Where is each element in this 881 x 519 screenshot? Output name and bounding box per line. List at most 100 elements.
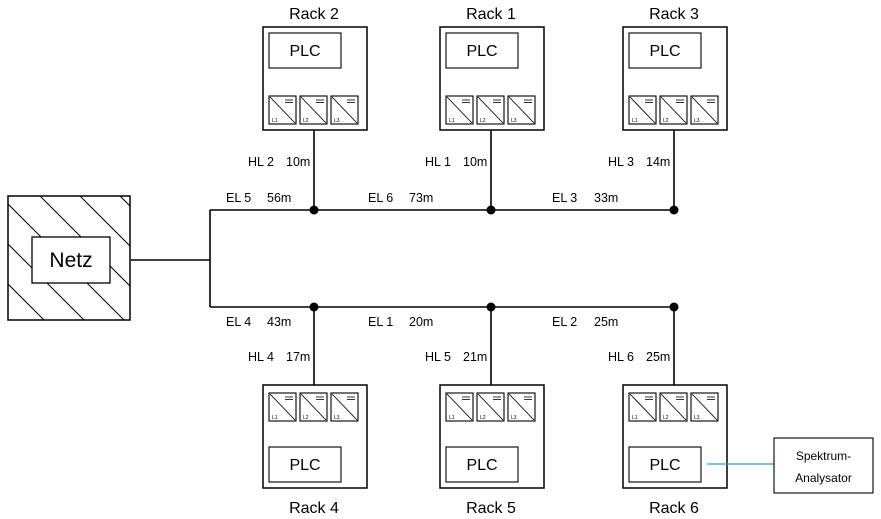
phase-module: L1 bbox=[268, 392, 297, 422]
phase-label: L1 bbox=[272, 118, 278, 124]
netz-label-box bbox=[31, 236, 111, 284]
branch-line-name: HL 6 bbox=[608, 350, 634, 364]
converter-diagonal bbox=[477, 96, 504, 124]
phase-label: L3 bbox=[694, 118, 700, 124]
phase-label: L3 bbox=[334, 415, 340, 421]
main-line-length: 25m bbox=[594, 315, 618, 329]
converter-diagonal bbox=[660, 96, 687, 124]
rack-rack6: Rack 6 PLC L1 L2 L3 bbox=[622, 384, 728, 517]
phase-module: L1 bbox=[628, 95, 657, 125]
analyzer-label-line2: Analysator bbox=[795, 471, 852, 485]
phase-label: L3 bbox=[511, 118, 517, 124]
main-line-name: EL 6 bbox=[368, 191, 393, 205]
junction-dot bbox=[486, 302, 496, 312]
converter-diagonal bbox=[269, 393, 296, 421]
phase-module: L3 bbox=[690, 95, 719, 125]
converter-diagonal bbox=[331, 393, 358, 421]
converter-diagonal bbox=[629, 393, 656, 421]
phase-label: L2 bbox=[303, 118, 309, 124]
converter-diagonal bbox=[446, 96, 473, 124]
phase-label: L3 bbox=[511, 415, 517, 421]
converter-diagonal bbox=[477, 393, 504, 421]
phase-module: L2 bbox=[299, 95, 328, 125]
phase-label: L1 bbox=[632, 415, 638, 421]
junction-dot bbox=[669, 302, 679, 312]
phase-module: L3 bbox=[690, 392, 719, 422]
phase-module: L3 bbox=[507, 95, 536, 125]
phase-module: L2 bbox=[299, 392, 328, 422]
phase-label: L2 bbox=[303, 415, 309, 421]
main-line-length: 20m bbox=[409, 315, 433, 329]
plc-label: PLC bbox=[289, 457, 320, 474]
rack-title: Rack 2 bbox=[289, 6, 339, 23]
analyzer-label-line1: Spektrum- bbox=[796, 449, 851, 463]
grid-supply-block: Netz bbox=[7, 195, 131, 321]
phase-label: L2 bbox=[663, 118, 669, 124]
rack-title: Rack 4 bbox=[289, 500, 339, 517]
branch-line-name: HL 5 bbox=[425, 350, 451, 364]
main-line-name: EL 2 bbox=[552, 315, 577, 329]
plc-label: PLC bbox=[649, 457, 680, 474]
phase-module: L2 bbox=[476, 392, 505, 422]
main-line-name: EL 1 bbox=[368, 315, 393, 329]
rack-title: Rack 3 bbox=[649, 6, 699, 23]
branch-line-name: HL 4 bbox=[248, 350, 274, 364]
plc-box bbox=[268, 446, 342, 483]
converter-diagonal bbox=[691, 393, 718, 421]
branch-line-labels: HL 2 10m HL 1 10m HL 3 14m HL 4 17m HL 5… bbox=[248, 155, 670, 364]
branch-line-length: 14m bbox=[646, 155, 670, 169]
phase-label: L2 bbox=[480, 415, 486, 421]
phase-module: L3 bbox=[330, 95, 359, 125]
phase-label: L1 bbox=[632, 118, 638, 124]
phase-module: L1 bbox=[268, 95, 297, 125]
rack-rack2: Rack 2 PLC L1 L2 L3 bbox=[262, 6, 368, 131]
cable-network bbox=[131, 130, 675, 385]
phase-module: L2 bbox=[659, 95, 688, 125]
phase-module: L3 bbox=[330, 392, 359, 422]
junctions bbox=[309, 205, 679, 312]
branch-line-length: 21m bbox=[463, 350, 487, 364]
branch-line-name: HL 3 bbox=[608, 155, 634, 169]
rack-rack4: Rack 4 PLC L1 L2 L3 bbox=[262, 384, 368, 517]
main-line-labels: EL 5 56m EL 6 73m EL 3 33m EL 4 43m EL 1… bbox=[226, 191, 618, 329]
plc-box bbox=[628, 446, 702, 483]
converter-diagonal bbox=[691, 96, 718, 124]
main-line-length: 56m bbox=[267, 191, 291, 205]
main-line-name: EL 5 bbox=[226, 191, 251, 205]
phase-module: L3 bbox=[507, 392, 536, 422]
branch-line-length: 17m bbox=[286, 350, 310, 364]
phase-module: L1 bbox=[445, 392, 474, 422]
plc-label: PLC bbox=[289, 43, 320, 60]
phase-label: L1 bbox=[272, 415, 278, 421]
phase-module: L1 bbox=[445, 95, 474, 125]
rack-title: Rack 1 bbox=[466, 6, 516, 23]
converter-diagonal bbox=[300, 393, 327, 421]
converter-diagonal bbox=[508, 96, 535, 124]
netz-label: Netz bbox=[49, 249, 92, 272]
branch-line-length: 10m bbox=[463, 155, 487, 169]
main-line-length: 33m bbox=[594, 191, 618, 205]
converter-diagonal bbox=[446, 393, 473, 421]
branch-line-length: 25m bbox=[646, 350, 670, 364]
plc-box bbox=[268, 32, 342, 69]
junction-dot bbox=[486, 205, 496, 215]
junction-dot bbox=[309, 302, 319, 312]
converter-diagonal bbox=[629, 96, 656, 124]
rack-title: Rack 6 bbox=[649, 500, 699, 517]
converter-diagonal bbox=[508, 393, 535, 421]
phase-label: L2 bbox=[663, 415, 669, 421]
phase-label: L1 bbox=[449, 415, 455, 421]
main-line-length: 73m bbox=[409, 191, 433, 205]
branch-line-length: 10m bbox=[286, 155, 310, 169]
converter-diagonal bbox=[269, 96, 296, 124]
main-line-length: 43m bbox=[267, 315, 291, 329]
plc-box bbox=[445, 446, 519, 483]
phase-module: L2 bbox=[476, 95, 505, 125]
phase-module: L1 bbox=[628, 392, 657, 422]
converter-diagonal bbox=[660, 393, 687, 421]
